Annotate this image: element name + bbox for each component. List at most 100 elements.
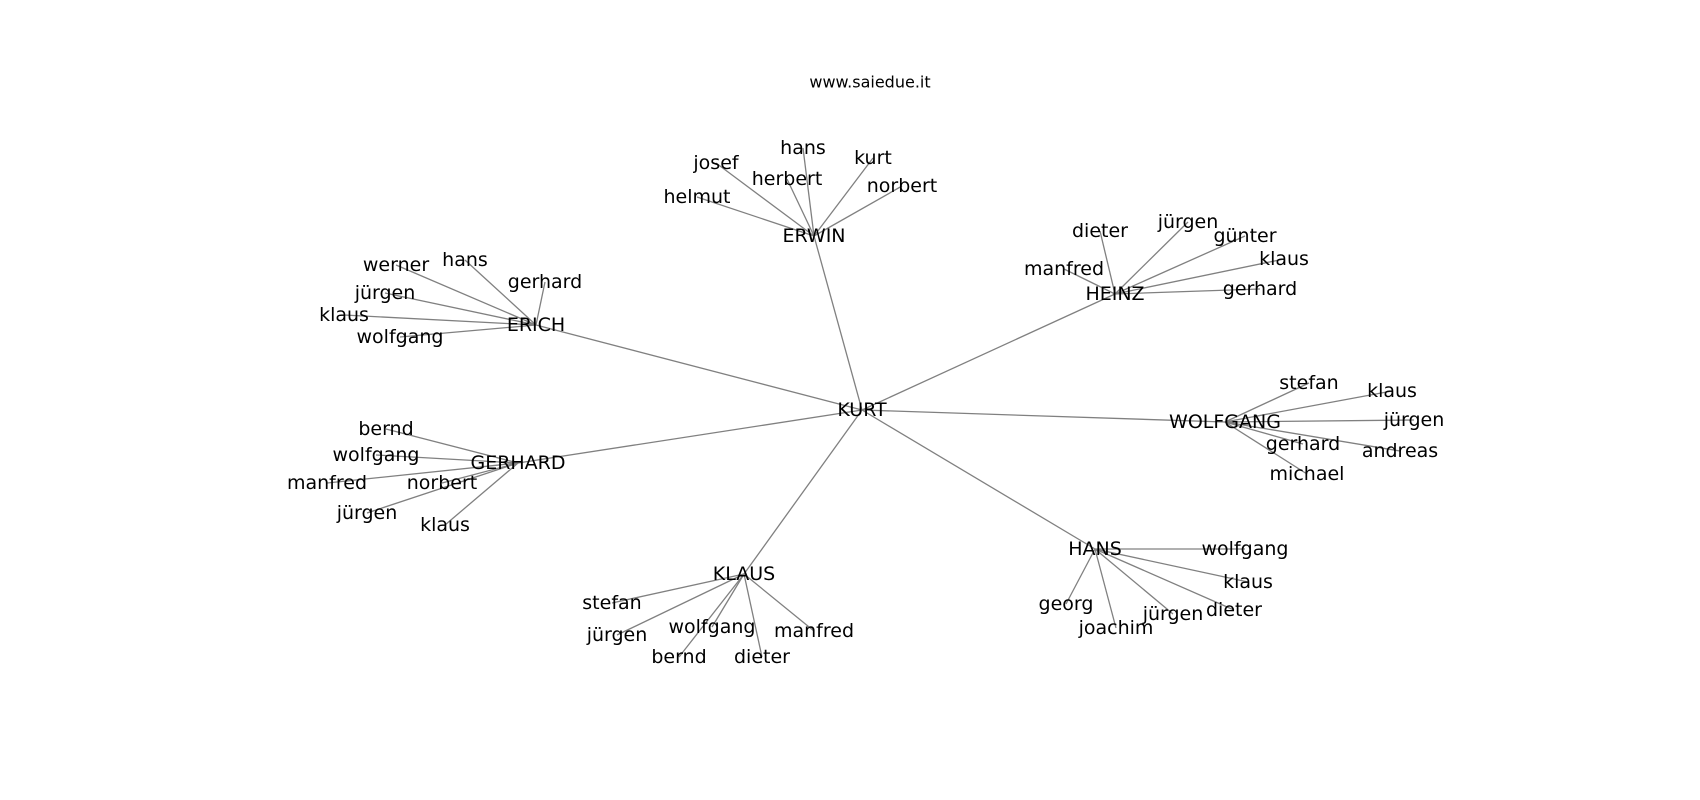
edge-klaus-bernd bbox=[678, 573, 745, 658]
edge-klaus-wolfgang bbox=[711, 573, 745, 628]
node-wolfgang-andreas: andreas bbox=[1362, 440, 1438, 462]
node-root-kurt: KURT bbox=[837, 399, 887, 421]
edge-root-erwin bbox=[813, 235, 863, 411]
node-heinz-juergen: jürgen bbox=[1157, 211, 1219, 233]
node-hans-wolfgang: wolfgang bbox=[1202, 538, 1289, 560]
node-erwin-norbert: norbert bbox=[867, 175, 938, 197]
node-erich-werner: werner bbox=[363, 254, 429, 276]
node-klaus-bernd: bernd bbox=[651, 646, 706, 668]
node-hub-klaus: KLAUS bbox=[713, 563, 775, 585]
edge-root-gerhard bbox=[517, 409, 863, 464]
node-erich-klaus: klaus bbox=[319, 304, 369, 326]
edge-heinz-klaus bbox=[1114, 258, 1285, 295]
node-hans-joachim: joachim bbox=[1078, 617, 1154, 639]
edge-hans-georg bbox=[1065, 548, 1096, 605]
edge-erich-werner bbox=[395, 264, 537, 326]
node-heinz-klaus: klaus bbox=[1259, 248, 1309, 270]
node-klaus-manfred: manfred bbox=[774, 620, 854, 642]
node-wolfgang-klaus: klaus bbox=[1367, 380, 1417, 402]
edge-root-klaus bbox=[743, 409, 863, 575]
edge-heinz-juergen bbox=[1114, 221, 1189, 295]
node-erwin-herbert: herbert bbox=[752, 168, 823, 190]
edge-hans-klaus bbox=[1094, 548, 1249, 583]
edge-erwin-kurt bbox=[813, 157, 874, 237]
edge-hans-joachim bbox=[1094, 548, 1117, 629]
edge-erwin-helmut bbox=[696, 196, 815, 237]
edge-klaus-dieter bbox=[743, 573, 763, 658]
node-erich-juergen: jürgen bbox=[354, 282, 416, 304]
edge-gerhard-manfred bbox=[326, 462, 519, 484]
node-heinz-manfred: manfred bbox=[1024, 258, 1104, 280]
node-gerhard-norbert: norbert bbox=[407, 472, 478, 494]
edge-wolfgang-stefan bbox=[1224, 382, 1310, 423]
edge-klaus-stefan bbox=[611, 573, 745, 604]
node-hans-georg: georg bbox=[1039, 593, 1094, 615]
edge-klaus-juergen bbox=[616, 573, 745, 636]
node-klaus-juergen: jürgen bbox=[586, 624, 648, 646]
node-hub-wolfgang: WOLFGANG bbox=[1169, 411, 1281, 433]
node-erich-wolfgang: wolfgang bbox=[357, 326, 444, 348]
node-hub-erich: ERICH bbox=[507, 314, 565, 336]
edge-erich-gerhard bbox=[535, 281, 546, 326]
node-hans-klaus: klaus bbox=[1223, 571, 1273, 593]
node-gerhard-wolfgang: wolfgang bbox=[333, 444, 420, 466]
edge-hans-juergen bbox=[1094, 548, 1174, 615]
edge-wolfgang-michael bbox=[1224, 421, 1308, 475]
edge-root-erich bbox=[535, 324, 863, 411]
edge-erich-hans bbox=[464, 259, 537, 326]
edge-heinz-manfred bbox=[1063, 268, 1116, 295]
edge-gerhard-juergen bbox=[366, 462, 519, 514]
edge-klaus-manfred bbox=[743, 573, 815, 632]
site-title: www.saiedue.it bbox=[809, 73, 930, 92]
edge-root-hans bbox=[861, 409, 1096, 550]
edge-wolfgang-andreas bbox=[1224, 421, 1401, 452]
edge-wolfgang-gerhard bbox=[1224, 421, 1304, 445]
node-erich-gerhard: gerhard bbox=[508, 271, 582, 293]
edge-erich-klaus bbox=[343, 314, 537, 326]
node-wolfgang-juergen: jürgen bbox=[1383, 409, 1445, 431]
edge-heinz-guenter bbox=[1114, 235, 1246, 295]
edge-heinz-dieter bbox=[1099, 230, 1116, 295]
node-gerhard-bernd: bernd bbox=[358, 418, 413, 440]
edge-erwin-norbert bbox=[813, 185, 903, 237]
node-hub-heinz: HEINZ bbox=[1085, 283, 1144, 305]
edge-erwin-hans bbox=[802, 147, 815, 237]
edge-erich-wolfgang bbox=[399, 324, 537, 338]
node-wolfgang-gerhard: gerhard bbox=[1266, 433, 1340, 455]
edge-wolfgang-juergen bbox=[1224, 419, 1415, 423]
edge-gerhard-wolfgang bbox=[375, 454, 519, 464]
node-erwin-hans: hans bbox=[780, 137, 826, 159]
node-wolfgang-michael: michael bbox=[1270, 463, 1345, 485]
node-erwin-helmut: helmut bbox=[663, 186, 730, 208]
edge-hans-dieter bbox=[1094, 548, 1235, 611]
node-hans-juergen: jürgen bbox=[1142, 603, 1204, 625]
node-erich-hans: hans bbox=[442, 249, 488, 271]
node-erwin-josef: josef bbox=[692, 152, 739, 174]
edge-erich-juergen bbox=[384, 292, 537, 326]
node-gerhard-manfred: manfred bbox=[287, 472, 367, 494]
edge-gerhard-bernd bbox=[385, 428, 519, 464]
edge-root-wolfgang bbox=[861, 409, 1226, 423]
node-heinz-dieter: dieter bbox=[1072, 220, 1128, 242]
node-hub-gerhard: GERHARD bbox=[470, 452, 565, 474]
node-heinz-gerhard: gerhard bbox=[1223, 278, 1297, 300]
edge-heinz-gerhard bbox=[1114, 288, 1261, 295]
node-gerhard-klaus: klaus bbox=[420, 514, 470, 536]
edge-gerhard-norbert bbox=[441, 462, 519, 484]
edge-root-heinz bbox=[861, 293, 1116, 411]
edge-wolfgang-klaus bbox=[1224, 390, 1393, 423]
edges bbox=[326, 147, 1415, 658]
edge-erwin-josef bbox=[715, 162, 815, 237]
node-hub-hans: HANS bbox=[1068, 538, 1122, 560]
node-heinz-guenter: günter bbox=[1213, 225, 1276, 247]
node-hub-erwin: ERWIN bbox=[782, 225, 845, 247]
node-hans-dieter: dieter bbox=[1206, 599, 1262, 621]
node-wolfgang-stefan: stefan bbox=[1279, 372, 1338, 394]
edge-gerhard-klaus bbox=[444, 462, 519, 526]
node-klaus-stefan: stefan bbox=[582, 592, 641, 614]
node-gerhard-juergen: jürgen bbox=[336, 502, 398, 524]
node-klaus-wolfgang: wolfgang bbox=[669, 616, 756, 638]
node-klaus-dieter: dieter bbox=[734, 646, 790, 668]
